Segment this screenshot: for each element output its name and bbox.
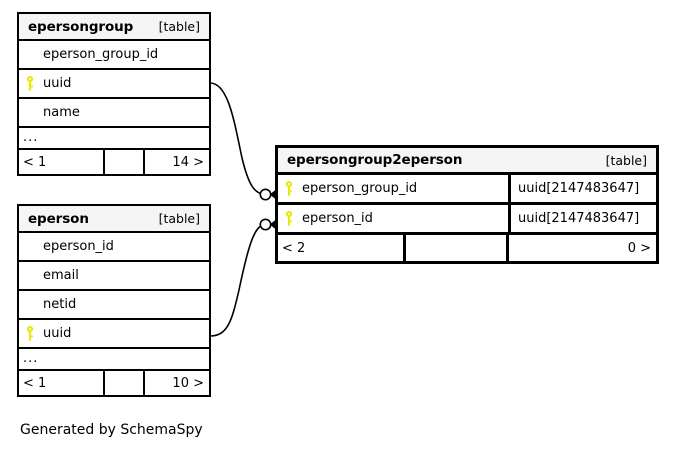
parent-relationship-count: < 1 [23,154,47,170]
primary-key-icon [19,76,41,91]
table-eperson[interactable]: eperson [table] eperson_id email netid [17,204,211,397]
column-name: eperson_group_id [43,47,159,62]
key-icon [285,211,292,226]
parent-relationship-count: < 1 [23,375,47,391]
table-footer: < 2 0 > [278,235,656,261]
footer-middle-cell [103,150,145,174]
column-name: email [43,268,79,283]
column-name: eperson_id [43,239,114,254]
table-footer: < 1 14 > [19,150,209,174]
column-name: eperson_id [302,211,373,226]
parent-relationship-count: < 2 [282,240,306,256]
column-name: eperson_group_id [302,181,418,196]
table-row[interactable]: name [19,99,209,128]
table-row[interactable]: eperson_group_id [19,41,209,70]
table-header: eperson [table] [19,206,209,233]
relationship-epersongroup-to-epersongroup2eperson [209,82,279,202]
primary-key-icon [278,181,300,196]
column-name: name [43,105,80,120]
primary-key-icon [19,326,41,341]
table-title: epersongroup2eperson [287,152,463,168]
table-kind-label: [table] [158,19,200,34]
table-epersongroup2eperson[interactable]: epersongroup2eperson [table] eperson_gro… [275,145,659,264]
table-row[interactable]: eperson_id [19,233,209,262]
table-kind-label: [table] [158,211,200,226]
more-columns-indicator: ... [19,349,209,371]
table-row[interactable]: netid [19,291,209,320]
table-row[interactable]: uuid [19,70,209,99]
child-relationship-count: 14 > [172,154,204,170]
table-footer: < 1 10 > [19,371,209,395]
column-name: uuid [43,326,72,341]
column-name: uuid [43,76,72,91]
child-relationship-count: 10 > [172,375,204,391]
child-relationship-count: 0 > [627,240,651,256]
key-icon [26,76,33,91]
table-row[interactable]: uuid [19,320,209,349]
column-name: netid [43,297,77,312]
footer-middle-cell [103,371,145,395]
table-header: epersongroup [table] [19,14,209,41]
key-icon [26,326,33,341]
column-type: uuid[2147483647] [508,205,656,232]
table-title: epersongroup [28,18,134,35]
column-type: uuid[2147483647] [508,175,656,202]
table-row[interactable]: eperson_group_id uuid[2147483647] [278,175,656,205]
footer-middle-cell [403,235,509,261]
table-row[interactable]: email [19,262,209,291]
table-row[interactable]: eperson_id uuid[2147483647] [278,205,656,235]
table-title: eperson [28,210,89,227]
table-epersongroup[interactable]: epersongroup [table] eperson_group_id uu… [17,12,211,176]
key-icon [285,181,292,196]
table-kind-label: [table] [605,152,647,168]
generated-by-caption: Generated by SchemaSpy [20,422,203,438]
more-columns-indicator: ... [19,128,209,150]
table-header: epersongroup2eperson [table] [278,148,656,175]
relationship-eperson-to-epersongroup2eperson [209,217,279,337]
primary-key-icon [278,211,300,226]
